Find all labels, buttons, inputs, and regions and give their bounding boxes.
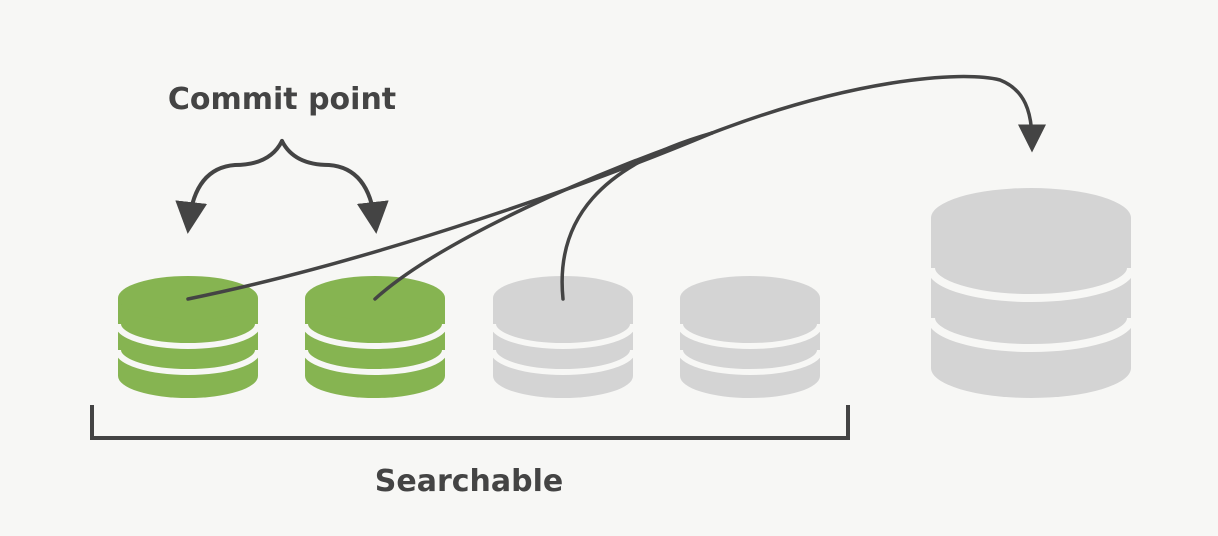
- merge-curve-segment-2: [373, 131, 714, 301]
- commit-arrow-right: [280, 139, 389, 234]
- commit-point-label: Commit point: [167, 82, 397, 117]
- merge-arrow-to-merged-segment: [710, 74, 1046, 153]
- cylinder-stripe: [927, 267, 1135, 302]
- segment-1: [115, 276, 261, 398]
- segments-layer: [115, 188, 1135, 398]
- cylinder-body: [931, 218, 1131, 398]
- cylinder-stripe: [302, 349, 448, 375]
- segment-3: [490, 276, 636, 398]
- segment-4: [677, 276, 823, 398]
- cylinder-stripe: [115, 323, 261, 349]
- cylinder-stripe: [677, 323, 823, 349]
- cylinder-stripe: [490, 349, 636, 375]
- commit-arrow-left: [175, 139, 284, 234]
- cylinder-stripe: [927, 317, 1135, 352]
- cylinder-top: [931, 188, 1131, 248]
- merged-segment: [927, 188, 1135, 398]
- merge-curve-segment-3: [560, 131, 714, 301]
- merge-curve-segment-1: [186, 131, 714, 301]
- cylinder-stripe: [302, 323, 448, 349]
- cylinder-stripe: [115, 349, 261, 375]
- commit-point-brace: [175, 139, 389, 234]
- searchable-label: Searchable: [374, 464, 564, 499]
- searchable-bracket: [90, 405, 850, 440]
- merge-curves: [186, 74, 1046, 301]
- cylinder-stripe: [490, 323, 636, 349]
- segment-2: [302, 276, 448, 398]
- cylinder-top: [680, 276, 820, 320]
- cylinder-stripe: [677, 349, 823, 375]
